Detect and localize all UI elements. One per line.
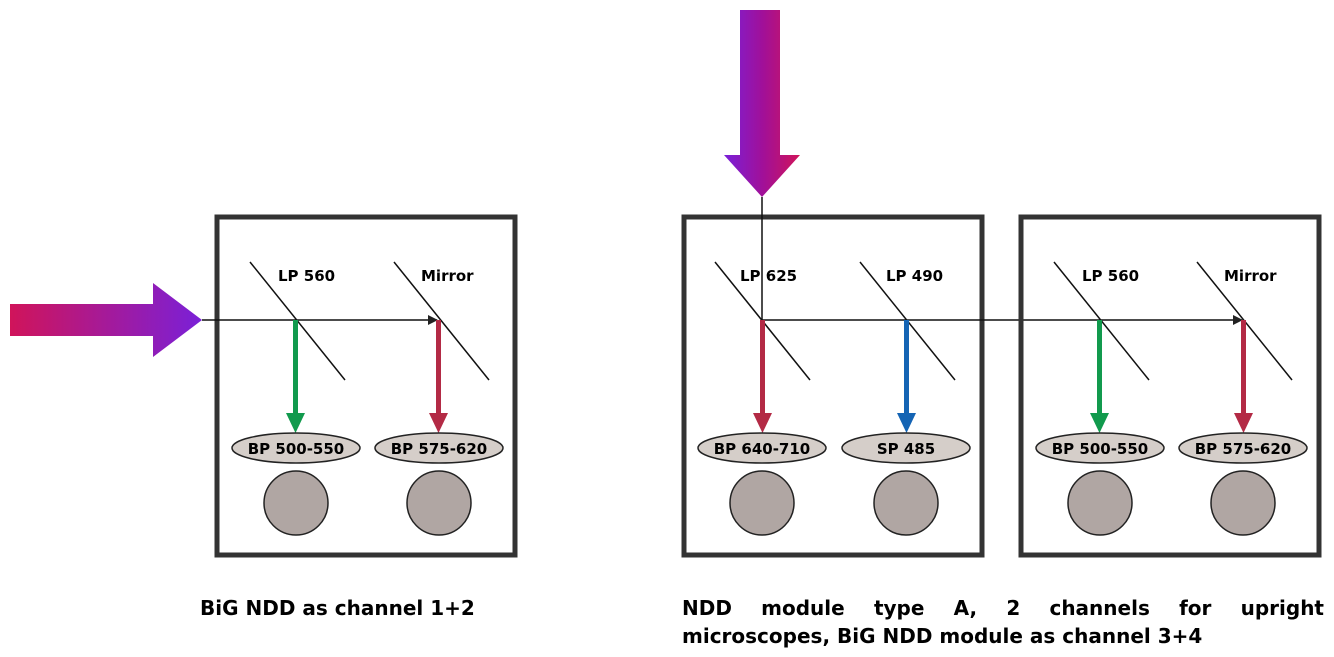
module-ndd-type-a: LP 625 LP 490 BP 640-710 SP 485 xyxy=(681,10,1243,558)
channel-arrow-blue xyxy=(897,320,916,433)
mirror2-label: Mirror xyxy=(421,267,474,285)
detector xyxy=(263,470,329,536)
filter-ellipse xyxy=(1035,432,1165,464)
mirror2-label: Mirror xyxy=(1224,267,1277,285)
detector xyxy=(729,470,795,536)
caption-right: NDD module type A, 2 channels for uprigh… xyxy=(682,594,1324,650)
detector xyxy=(406,470,472,536)
channel-arrow-red xyxy=(753,320,772,433)
caption-right-line2: microscopes, BiG NDD module as channel 3… xyxy=(682,624,1203,648)
channel-arrow-red xyxy=(429,320,448,433)
emission-input-arrow xyxy=(724,10,800,197)
filter-ellipse xyxy=(841,432,971,464)
mirror1-label: LP 625 xyxy=(740,267,797,285)
filter1-label: BP 640-710 xyxy=(714,440,811,458)
filter2-label: SP 485 xyxy=(877,440,935,458)
mirror xyxy=(393,261,490,381)
emission-input-arrow xyxy=(10,283,202,357)
module-big-right: LP 560 Mirror BP 500-550 BP 575-620 xyxy=(1018,214,1322,558)
filter-ellipse xyxy=(231,432,361,464)
channel-arrow-green xyxy=(286,320,305,433)
mirror2-label: LP 490 xyxy=(886,267,943,285)
module-big-left: LP 560 Mirror BP 500-550 BP 575-620 xyxy=(10,214,518,558)
filter2-label: BP 575-620 xyxy=(391,440,488,458)
module-box xyxy=(681,214,985,558)
module-box xyxy=(1018,214,1322,558)
mirror1-label: LP 560 xyxy=(1082,267,1139,285)
filter1-label: BP 500-550 xyxy=(248,440,345,458)
filter-ellipse xyxy=(374,432,504,464)
caption-left: BiG NDD as channel 1+2 xyxy=(200,596,475,620)
channel-arrow-red xyxy=(1234,320,1253,433)
filter1-label: BP 500-550 xyxy=(1052,440,1149,458)
filter-ellipse xyxy=(1178,432,1308,464)
caption-right-line1: NDD module type A, 2 channels for uprigh… xyxy=(682,596,1324,620)
filter2-label: BP 575-620 xyxy=(1195,440,1292,458)
module-box xyxy=(214,214,518,558)
detector xyxy=(1210,470,1276,536)
detector xyxy=(873,470,939,536)
filter-ellipse xyxy=(697,432,827,464)
detector xyxy=(1067,470,1133,536)
mirror1-label: LP 560 xyxy=(278,267,335,285)
channel-arrow-green xyxy=(1090,320,1109,433)
